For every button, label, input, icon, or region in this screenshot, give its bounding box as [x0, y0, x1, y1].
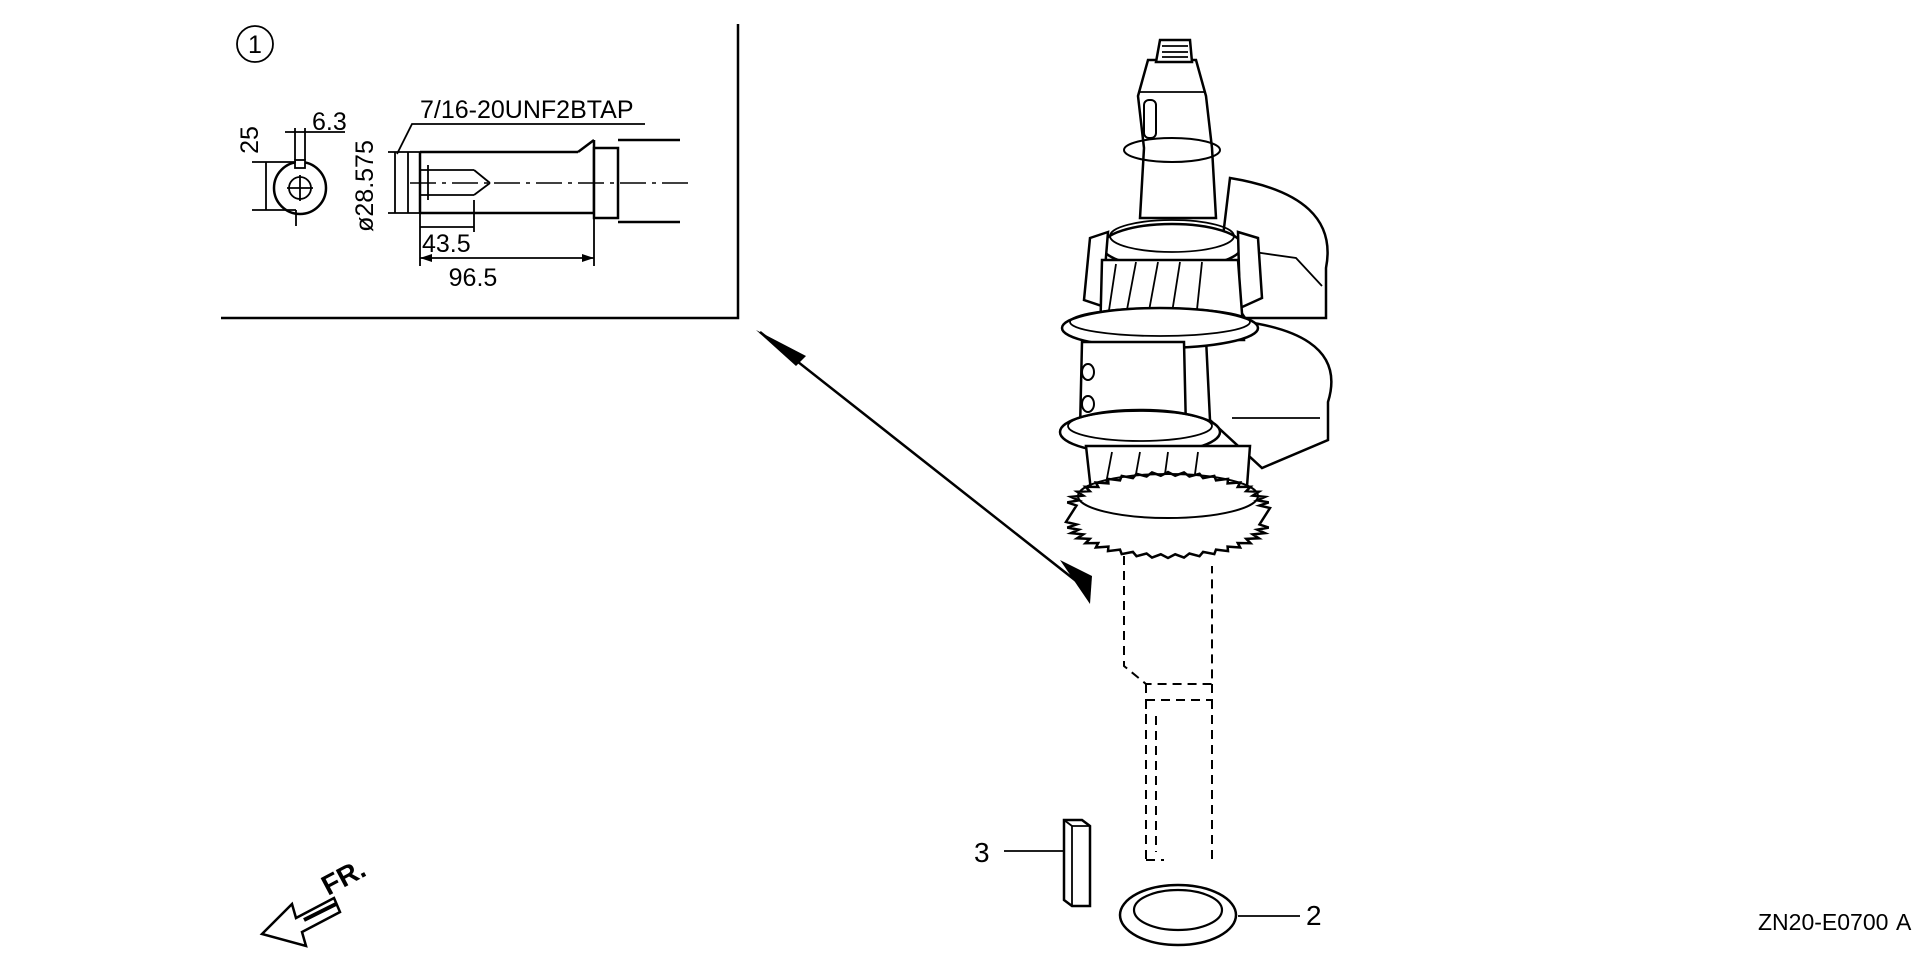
part-washer	[1118, 883, 1300, 947]
inset-frame	[221, 24, 740, 320]
shaft-end-view	[252, 128, 345, 226]
crankshaft	[1058, 38, 1333, 861]
dim-shaft-diameter: ø28.575	[351, 140, 379, 232]
diagram-code-suffix: A	[1896, 909, 1912, 935]
diagram-code: ZN20-E0700	[1758, 909, 1888, 935]
dim-tap-depth: 43.5	[422, 230, 471, 258]
callout-3: 3	[974, 837, 990, 868]
dim-keyway-width: 6.3	[312, 108, 347, 136]
front-label: FR.	[316, 853, 370, 902]
front-direction-arrow	[259, 896, 342, 948]
inset-ref-circle	[236, 25, 274, 63]
callout-2: 2	[1306, 900, 1322, 931]
timing-gear	[1064, 470, 1272, 560]
dim-keyway-height: 25	[236, 126, 264, 154]
part-key	[1004, 818, 1092, 908]
shaft-side-view	[388, 123, 690, 266]
inset-pointer-arrow	[756, 330, 1092, 604]
dim-shaft-length: 96.5	[449, 264, 498, 292]
inset-detail: 1 25 6.3	[221, 24, 740, 320]
inset-ref-number: 1	[248, 31, 262, 59]
thread-spec: 7/16-20UNF2BTAP	[420, 96, 634, 124]
